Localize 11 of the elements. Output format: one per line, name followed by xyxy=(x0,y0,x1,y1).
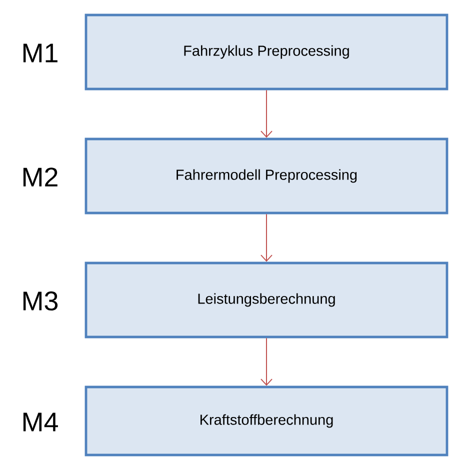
step-label: M1 xyxy=(23,44,58,62)
arrow xyxy=(260,214,272,262)
process-box: Kraftstoffberechnung xyxy=(84,386,448,456)
process-box: Leistungsberechnung xyxy=(84,262,448,338)
step-label: M4 xyxy=(23,412,58,432)
process-box: Fahrzyklus Preprocessing xyxy=(84,14,448,90)
arrow xyxy=(260,90,272,138)
process-box: Fahrermodell Preprocessing xyxy=(84,138,448,214)
step-label: M3 xyxy=(23,291,58,311)
step-label: M2 xyxy=(23,168,58,186)
arrow xyxy=(260,338,272,386)
